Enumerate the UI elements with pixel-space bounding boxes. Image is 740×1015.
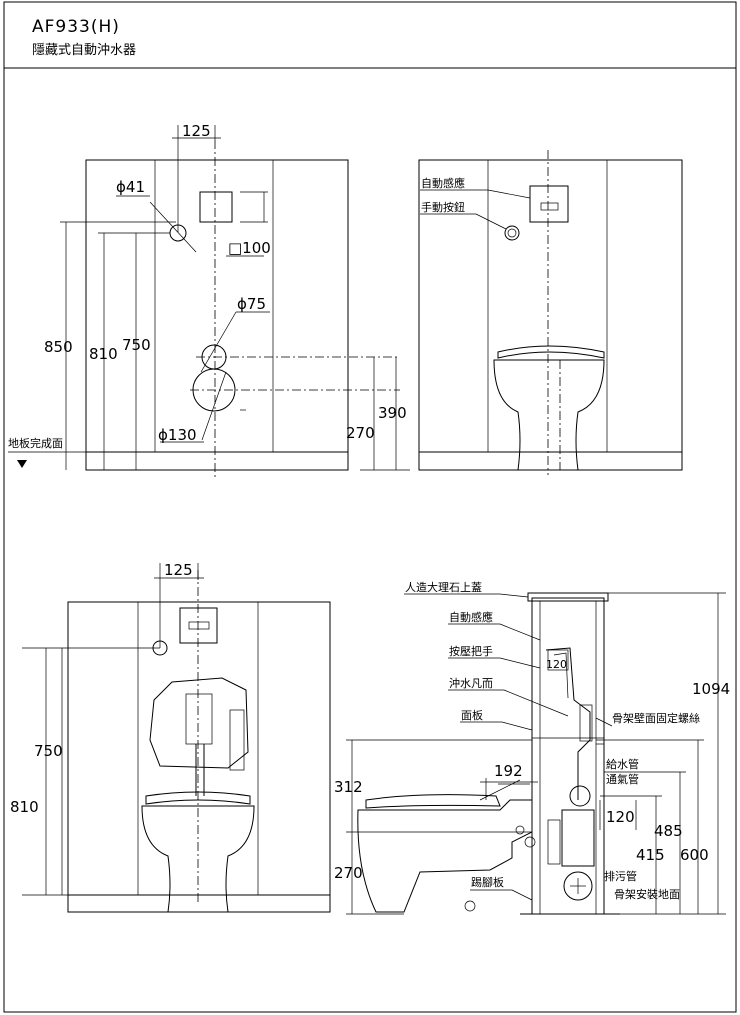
dim-485: 485: [654, 822, 683, 840]
dim-bottom-125: 125: [164, 561, 193, 579]
dim-section-270: 270: [334, 864, 363, 882]
elevation-view-toilet: 自動感應 手動按鈕: [418, 150, 683, 475]
dim-1094: 1094: [692, 680, 730, 698]
sensor-panel: [199, 191, 233, 223]
carrier-frame: [531, 597, 605, 915]
dim-section-120a: 120: [546, 658, 567, 671]
dim-850: 850: [44, 338, 73, 356]
floor-marker: [17, 460, 27, 468]
flush-tank-box: [561, 809, 595, 867]
toilet-bowl-front: [493, 359, 605, 471]
sheet-border: [3, 1, 737, 1013]
section-view: 120 人造大理石上蓋 自動感應 按壓把手 沖水凡而 面板 踢腳板: [334, 580, 730, 915]
drain-pipe: [563, 871, 593, 901]
toilet-bowl-2: [141, 805, 255, 913]
toilet-seat: [497, 345, 605, 359]
dim-d75: ϕ75: [237, 295, 266, 313]
dim-390: 390: [378, 404, 407, 422]
label-flush-valve: 沖水凡而: [449, 677, 493, 690]
dim-415: 415: [636, 846, 665, 864]
dim-sq100: □100: [228, 239, 271, 257]
dim-bottom-750: 750: [34, 742, 63, 760]
label-section-sensor: 自動感應: [449, 610, 493, 624]
label-wall-screw: 骨架壁面固定螺絲: [612, 711, 700, 725]
dim-bottom-810: 810: [10, 798, 39, 816]
label-kick-plate: 踢腳板: [471, 875, 504, 889]
product-name: 隱藏式自動沖水器: [32, 43, 136, 58]
dim-front-125: 125: [182, 122, 211, 140]
label-floor-mount: 骨架安裝地面: [614, 887, 680, 901]
dim-192: 192: [494, 762, 523, 780]
manual-button: [504, 225, 520, 241]
dim-section-120b: 120: [606, 808, 635, 826]
dim-750: 750: [122, 336, 151, 354]
flush-valve-assembly: [149, 677, 249, 769]
label-auto-sensor: 自動感應: [421, 176, 465, 190]
label-drain-pipe: 排污管: [604, 869, 637, 883]
front-wall-outline: [85, 159, 349, 471]
label-water-pipe: 給水管: [606, 757, 639, 771]
dim-d41: ϕ41: [116, 178, 145, 196]
wall-outline-2: [67, 601, 331, 913]
label-marble-cover: 人造大理石上蓋: [405, 580, 482, 594]
label-press-handle: 按壓把手: [449, 644, 493, 658]
label-manual-button: 手動按鈕: [421, 200, 465, 214]
floor-label: 地板完成面: [8, 436, 63, 450]
label-panel: 面板: [461, 708, 483, 722]
model-number: AF933(H): [32, 17, 120, 37]
sensor-panel-2: [529, 185, 569, 223]
label-vent-pipe: 通氣管: [606, 772, 639, 786]
dim-810: 810: [89, 345, 118, 363]
front-view-toilet: 125 750 810: [10, 561, 331, 913]
dim-270: 270: [346, 424, 375, 442]
dim-d130: ϕ130: [158, 426, 197, 444]
toilet-body-side: [357, 799, 533, 913]
front-view: 125 ϕ41 □100 ϕ75 ϕ130 850 810 750: [8, 122, 410, 480]
toilet-seat-2: [145, 791, 251, 805]
dim-600: 600: [680, 846, 709, 864]
toilet-seat-side: [365, 794, 501, 809]
dim-312: 312: [334, 778, 363, 796]
sensor-panel-3: [179, 607, 218, 644]
marble-cover: [527, 592, 609, 602]
